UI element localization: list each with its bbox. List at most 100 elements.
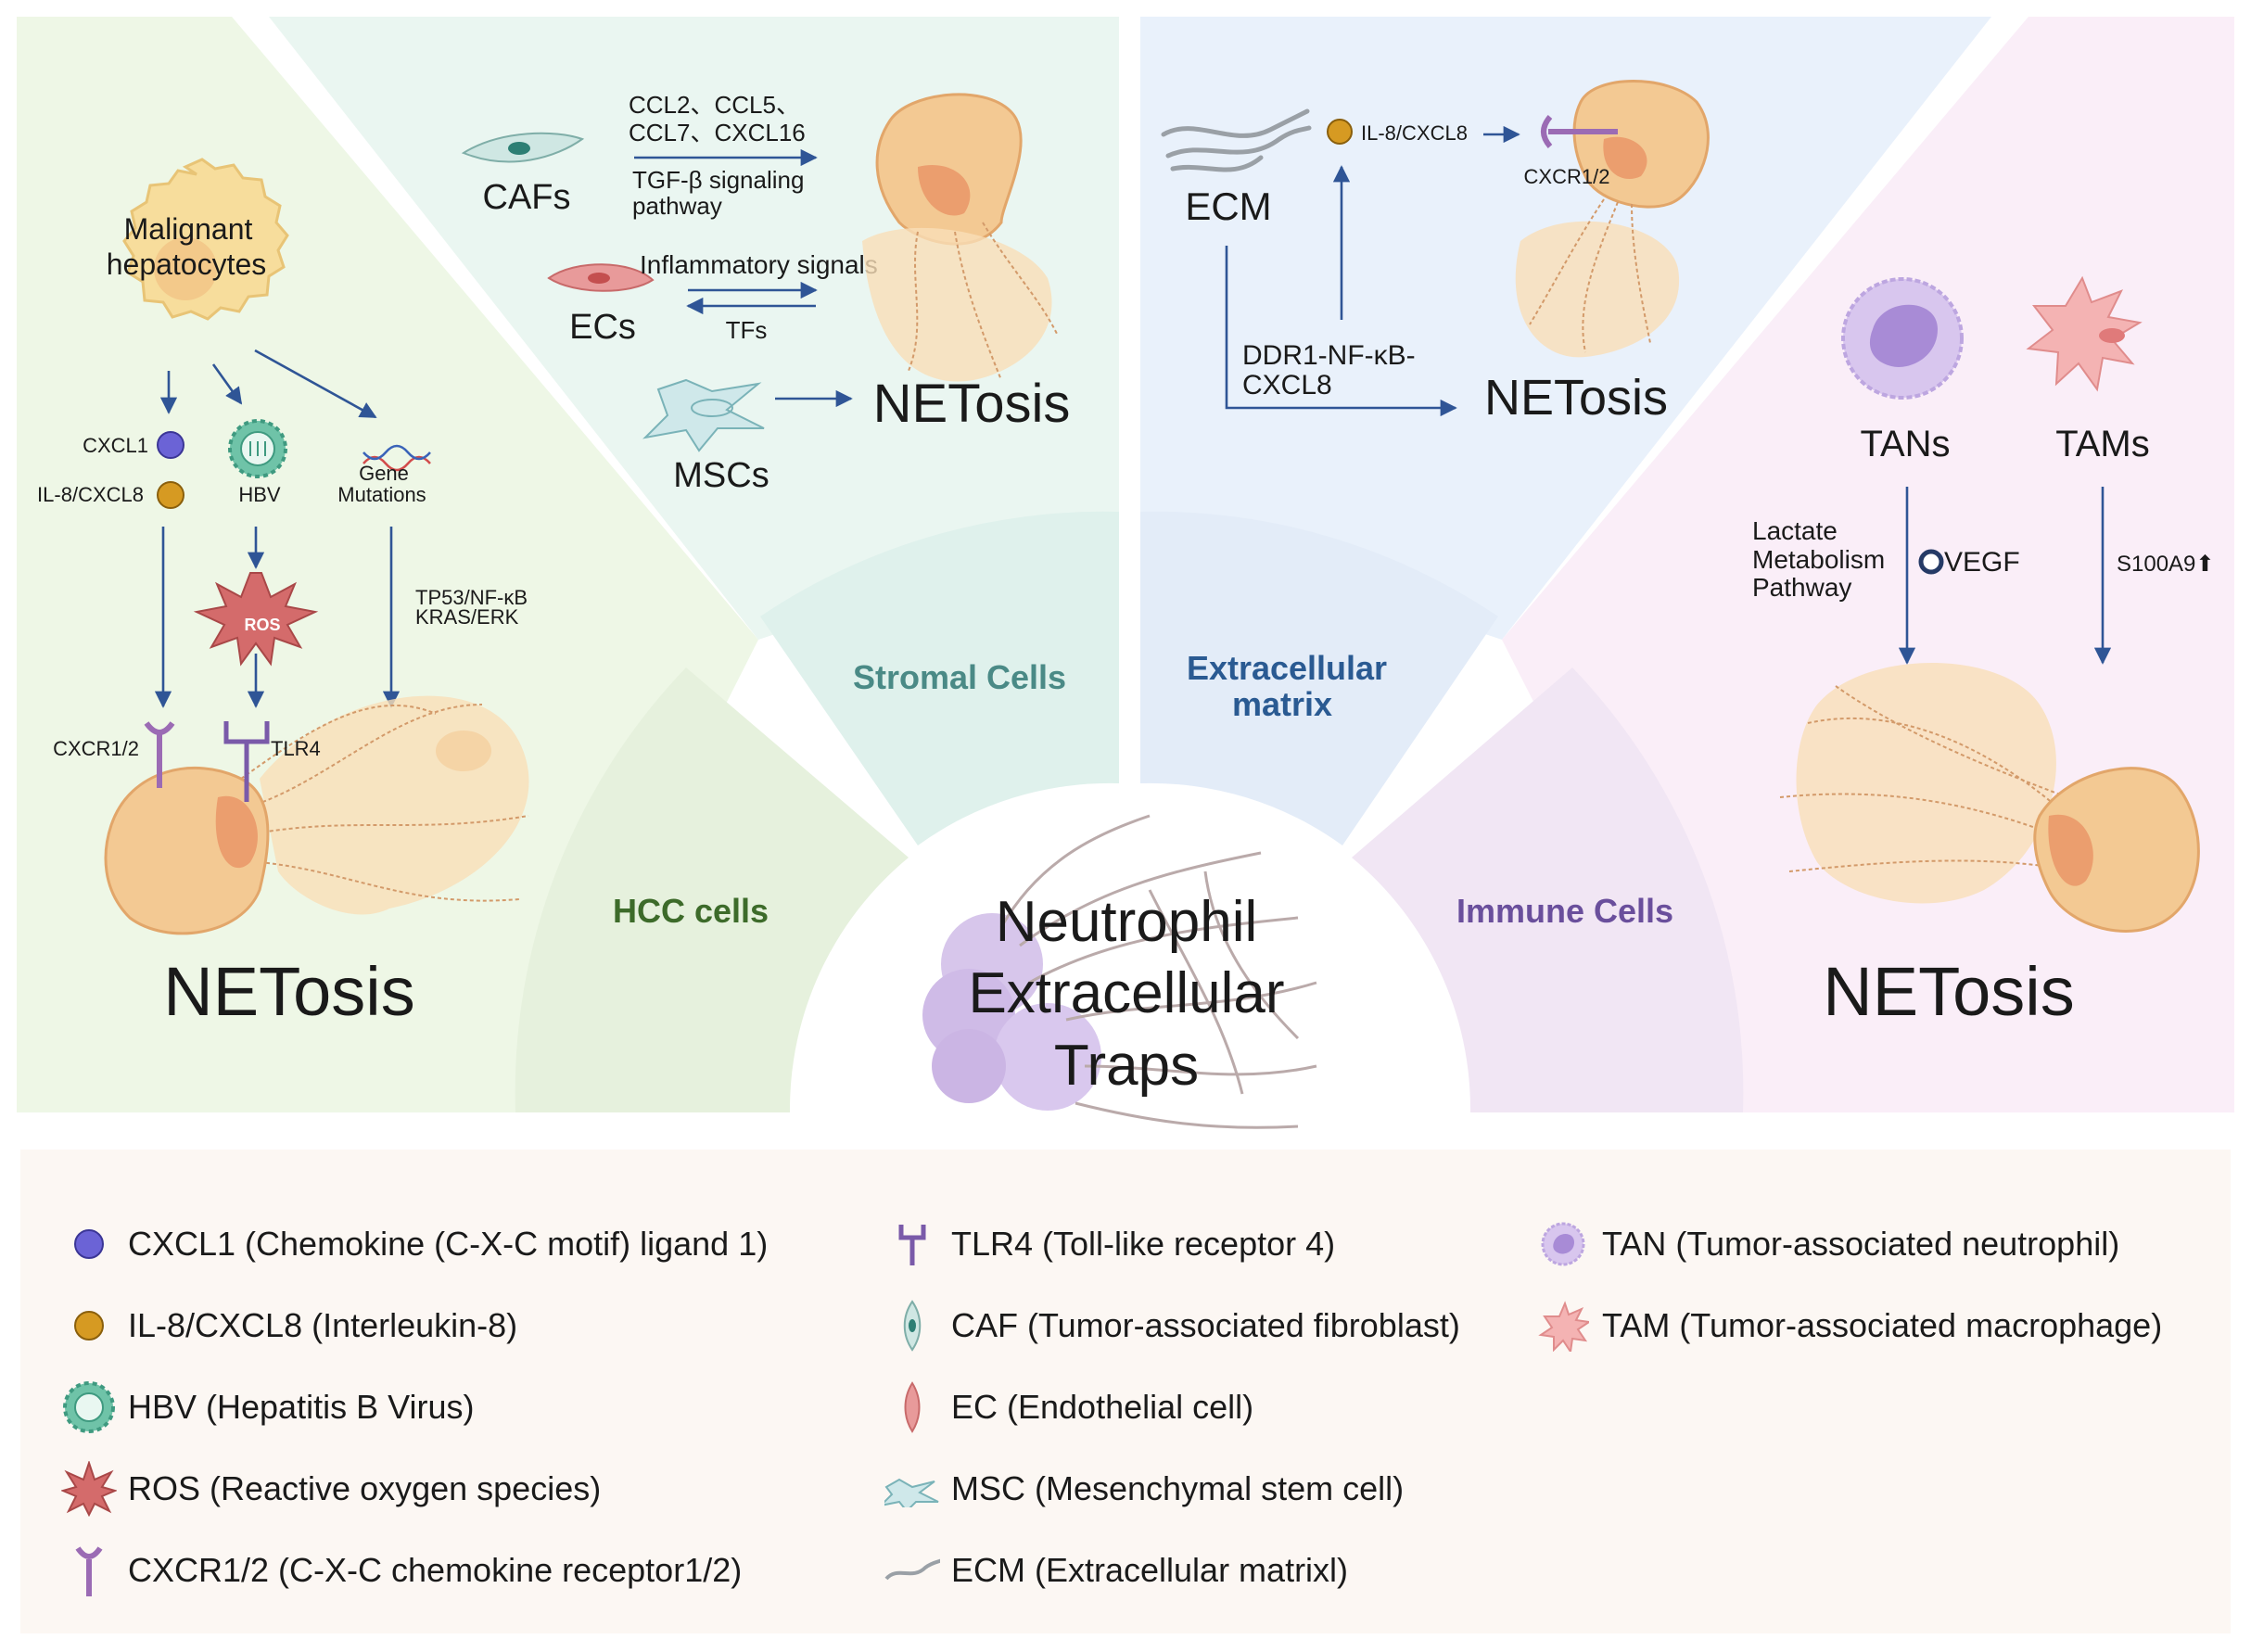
- legend-label: TAN (Tumor-associated neutrophil): [1602, 1225, 2120, 1263]
- legend-item: ECM (Extracellular matrixl): [884, 1543, 1348, 1598]
- ecm-fiber-icon: [884, 1543, 940, 1598]
- legend-panel: CXCL1 (Chemokine (C-X-C motif) ligand 1)…: [20, 1150, 2231, 1633]
- legend-label: HBV (Hepatitis B Virus): [128, 1388, 475, 1426]
- legend-label: ECM (Extracellular matrixl): [951, 1551, 1349, 1589]
- ecm-fiber-icon: [1161, 108, 1312, 172]
- hcc-netosis-cell-icon: [104, 695, 529, 935]
- legend-label: IL-8/CXCL8 (Interleukin-8): [128, 1306, 518, 1344]
- net-illustration: [922, 814, 1317, 1129]
- il8-dot-icon: [1327, 119, 1353, 145]
- ddr1-line2: CXCL8: [1242, 370, 1332, 400]
- legend-item: ROS (Reactive oxygen species): [61, 1461, 601, 1517]
- tam-cell-icon: [1535, 1298, 1591, 1353]
- cxcl1-dot-icon: [157, 431, 184, 459]
- legend-item: MSC (Mesenchymal stem cell): [884, 1461, 1404, 1517]
- tlr4-label: TLR4: [271, 737, 321, 760]
- caf-cell-icon: [884, 1298, 940, 1353]
- chemokines-line1: CCL2、CCL5、: [629, 91, 800, 119]
- cxcr-receptor-icon: [1541, 115, 1618, 148]
- ros-burst-icon: [61, 1461, 117, 1517]
- il8-dot-icon: [61, 1298, 117, 1353]
- ros-burst-icon: [193, 572, 319, 667]
- lactate-line1: Lactate: [1752, 516, 1838, 545]
- legend-item: EC (Endothelial cell): [884, 1379, 1253, 1435]
- legend-label: EC (Endothelial cell): [951, 1388, 1254, 1426]
- hcc-sector: [515, 667, 909, 1112]
- legend-label: CAF (Tumor-associated fibroblast): [951, 1306, 1460, 1344]
- chemokines-line2: CCL7、CXCL16: [629, 119, 806, 146]
- cxcl1-label: CXCL1: [83, 434, 148, 457]
- hepatocytes-label: hepatocytes: [107, 248, 267, 281]
- tgf-line1: TGF-β signaling: [632, 166, 804, 194]
- tan-cell-icon: [1841, 277, 1964, 400]
- hbv-virus-icon: [61, 1379, 117, 1435]
- net-title-line3: Traps: [1054, 1034, 1199, 1098]
- legend-item: TLR4 (Toll-like receptor 4): [884, 1216, 1335, 1272]
- legend-item: HBV (Hepatitis B Virus): [61, 1379, 474, 1435]
- cxcr-receptor-icon: [144, 721, 175, 788]
- inflammatory-label: Inflammatory signals: [640, 250, 878, 279]
- legend-item: TAN (Tumor-associated neutrophil): [1535, 1216, 2119, 1272]
- ecs-label: ECs: [569, 308, 636, 347]
- net-title-line1: Neutrophil: [996, 890, 1258, 954]
- ecm-label-line1: Extracellular: [1187, 649, 1387, 687]
- legend-item: TAM (Tumor-associated macrophage): [1535, 1298, 2162, 1353]
- cafs-label: CAFs: [483, 178, 571, 217]
- ddr1-line1: DDR1-NF-κB-: [1242, 340, 1416, 371]
- ec-cell-icon: [547, 263, 655, 292]
- arrow-hep-hbv: [211, 363, 243, 405]
- gene-label: Gene: [359, 462, 409, 485]
- cxcr-label: CXCR1/2: [53, 737, 139, 760]
- pathway-label-line2: KRAS/ERK: [415, 605, 519, 629]
- mutations-label: Mutations: [337, 483, 426, 506]
- legend-item: CXCL1 (Chemokine (C-X-C motif) ligand 1): [61, 1216, 768, 1272]
- ecm-label-line2: matrix: [1232, 685, 1332, 723]
- malignant-hepatocyte-icon: [122, 158, 289, 321]
- immune-netosis-label: NETosis: [1823, 953, 2074, 1030]
- tlr4-receptor-icon: [223, 721, 270, 802]
- vegf-ring-icon: [1918, 549, 1944, 575]
- legend-label: CXCL1 (Chemokine (C-X-C motif) ligand 1): [128, 1225, 769, 1263]
- mscs-label: MSCs: [673, 456, 769, 495]
- immune-netosis-cell-icon: [1779, 663, 2200, 933]
- ros-label: ROS: [244, 616, 280, 634]
- arrow-hep-gene: [254, 349, 377, 419]
- arrow-ecm-netosis: [1225, 246, 1457, 417]
- msc-cell-icon: [884, 1461, 940, 1517]
- ec-cell-icon: [884, 1379, 940, 1435]
- ecm-netosis-cell-icon: [1515, 80, 1710, 358]
- stromal-netosis-cell-icon: [862, 93, 1058, 382]
- pathway-label-line1: TP53/NF-κB: [415, 586, 528, 609]
- cxcl1-dot-icon: [61, 1216, 117, 1272]
- hcc-cells-label: HCC cells: [613, 892, 769, 930]
- legend-label: MSC (Mesenchymal stem cell): [951, 1469, 1405, 1507]
- lactate-line2: Metabolism: [1752, 545, 1885, 574]
- ecm-sector: [1140, 511, 1498, 845]
- msc-cell-icon: [642, 378, 765, 452]
- ecm-label: ECM: [1185, 184, 1271, 228]
- stromal-cells-label: Stromal Cells: [853, 658, 1066, 696]
- dna-icon: [362, 444, 431, 472]
- malignant-label: Malignant: [124, 212, 253, 246]
- tams-label: TAMs: [2055, 424, 2149, 464]
- hbv-label: HBV: [238, 483, 281, 506]
- tfs-label: TFs: [726, 316, 768, 344]
- legend-item: CXCR1/2 (C-X-C chemokine receptor1/2): [61, 1543, 742, 1598]
- ecm-netosis-label: NETosis: [1484, 370, 1668, 426]
- il8-label: IL-8/CXCL8: [37, 483, 144, 506]
- legend-label: TLR4 (Toll-like receptor 4): [951, 1225, 1336, 1263]
- immune-sector: [1352, 667, 1744, 1112]
- tans-label: TANs: [1860, 424, 1950, 464]
- net-title-line2: Extracellular: [968, 961, 1284, 1025]
- stromal-netosis-label: NETosis: [873, 374, 1071, 434]
- hcc-netosis-label: NETosis: [163, 953, 414, 1030]
- vegf-label: VEGF: [1944, 547, 2020, 578]
- tan-cell-icon: [1535, 1216, 1591, 1272]
- legend-item: IL-8/CXCL8 (Interleukin-8): [61, 1298, 517, 1353]
- caf-cell-icon: [461, 132, 585, 163]
- hbv-virus-icon: [228, 419, 287, 478]
- cxcr-receptor-icon: [61, 1543, 117, 1598]
- s100a9-label: S100A9⬆: [2117, 552, 2215, 577]
- tlr4-receptor-icon: [884, 1216, 940, 1272]
- legend-label: CXCR1/2 (C-X-C chemokine receptor1/2): [128, 1551, 743, 1589]
